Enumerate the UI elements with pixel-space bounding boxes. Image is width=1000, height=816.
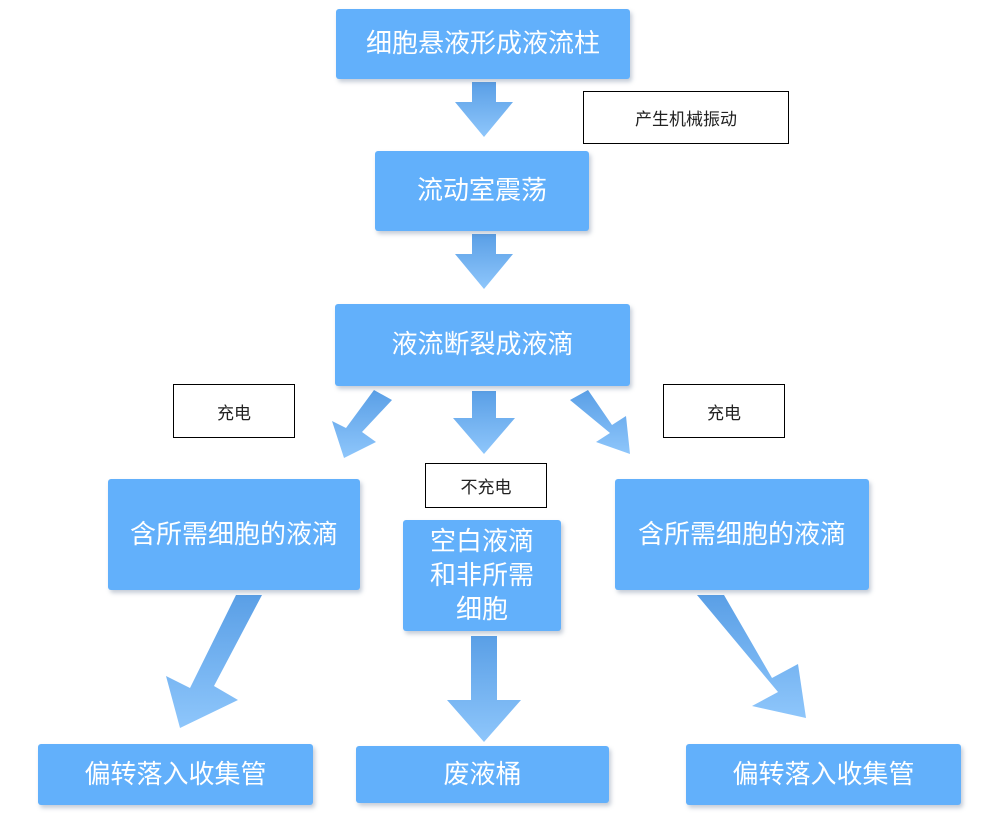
left-target-cells-box: 含所需细胞的液滴 [108,479,360,590]
down-arrow-icon [570,390,630,454]
blank-nontarget-line1: 空白液滴 [429,526,534,557]
down-arrow-icon [455,82,513,137]
down-arrow-icon [447,636,521,742]
down-arrow-icon [697,595,806,718]
blank-nontarget-box: 空白液滴 和非所需 细胞 [403,520,561,631]
charge-right-label: 充电 [707,403,741,424]
charge-right-note: 充电 [663,384,785,438]
no-charge-note: 不充电 [425,463,547,508]
charge-left-label: 充电 [217,403,251,424]
stream-break-box: 液流断裂成液滴 [335,304,630,386]
blank-nontarget-line2: 和非所需 [429,560,534,591]
down-arrow-icon [453,391,515,454]
charge-left-note: 充电 [173,384,295,438]
right-target-cells-box: 含所需细胞的液滴 [615,479,869,590]
left-collection-tube-label: 偏转落入收集管 [84,759,267,790]
waste-bucket-box: 废液桶 [356,746,609,803]
stream-break-label: 液流断裂成液滴 [391,330,574,360]
right-target-cells-label: 含所需细胞的液滴 [637,519,846,550]
left-collection-tube-box: 偏转落入收集管 [38,744,313,805]
waste-bucket-label: 废液桶 [443,759,522,790]
down-arrow-icon [455,234,513,289]
down-arrow-icon [332,390,392,458]
mechanical-vibration-label: 产生机械振动 [635,110,737,130]
mechanical-vibration-note: 产生机械振动 [583,91,789,144]
blank-nontarget-line3: 细胞 [455,594,508,625]
no-charge-label: 不充电 [460,478,512,498]
right-collection-tube-label: 偏转落入收集管 [732,759,915,790]
left-target-cells-label: 含所需细胞的液滴 [129,519,338,550]
down-arrow-icon [166,595,262,728]
cell-suspension-stream-box: 细胞悬液形成液流柱 [336,9,630,79]
flow-chamber-label: 流动室震荡 [416,176,547,206]
right-collection-tube-box: 偏转落入收集管 [686,744,961,805]
flow-chamber-box: 流动室震荡 [375,151,589,231]
cell-suspension-stream-label: 细胞悬液形成液流柱 [365,29,600,59]
